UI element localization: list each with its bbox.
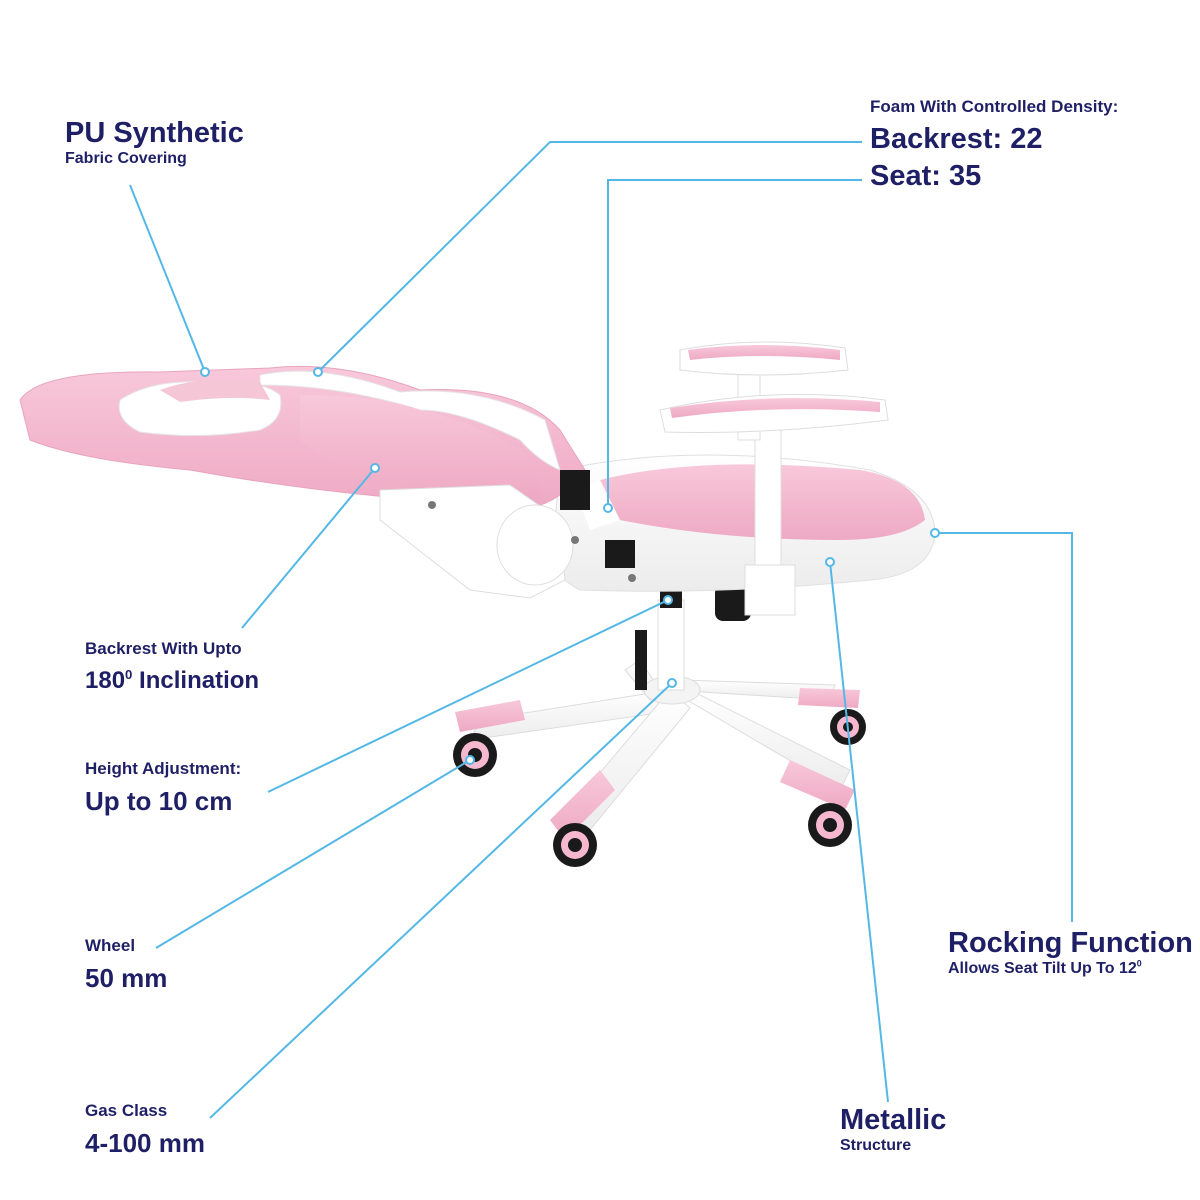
pu-title: PU Synthetic: [65, 117, 244, 149]
leader-rocking: [935, 532, 1073, 922]
leader-gas: [209, 682, 673, 1119]
wheel-value: 50 mm: [85, 962, 168, 993]
chair-seat: [550, 454, 936, 592]
chair-wheels: [453, 709, 866, 867]
leader-pu: [129, 184, 206, 373]
gas-label: Gas Class: [85, 1101, 168, 1120]
label-rocking-function: Rocking Function Allows Seat Tilt Up To …: [948, 927, 1193, 979]
gas-value: 4-100 mm: [85, 1127, 205, 1158]
rocking-sup: 0: [1136, 959, 1142, 970]
leader-lines: [129, 141, 1073, 1119]
backrest-sup: 0: [125, 666, 133, 682]
metallic-title: Metallic: [840, 1104, 947, 1136]
leader-wheel: [155, 759, 471, 949]
metallic-subtitle: Structure: [840, 1137, 912, 1155]
gas-lift: [635, 585, 751, 691]
height-label: Height Adjustment:: [85, 759, 242, 778]
label-backrest-inclination: Backrest With Upto 1800 Inclination: [85, 639, 259, 694]
chair-backrest: [19, 365, 636, 599]
leader-foam-seat: [607, 179, 862, 508]
label-gas-class: Gas Class 4-100 mm: [85, 1101, 205, 1158]
label-pu-synthetic: PU Synthetic Fabric Covering: [65, 117, 244, 169]
rocking-subtitle-line: Allows Seat Tilt Up To 120: [948, 960, 1193, 978]
foam-seat: Seat: 35: [870, 159, 982, 192]
height-value: Up to 10 cm: [85, 785, 233, 816]
foam-backrest: Backrest: 22: [870, 122, 1043, 155]
label-wheel: Wheel 50 mm: [85, 936, 167, 993]
label-foam-density: Foam With Controlled Density: Backrest: …: [870, 97, 1118, 193]
backrest-line1: Backrest With Upto: [85, 639, 242, 658]
backrest-suffix: Inclination: [132, 666, 260, 694]
backrest-value-line: 1800 Inclination: [85, 667, 259, 695]
armrests: [659, 341, 889, 616]
wheel-label: Wheel: [85, 936, 136, 955]
foam-heading: Foam With Controlled Density:: [870, 97, 1119, 116]
label-metallic-structure: Metallic Structure: [840, 1104, 946, 1156]
chair-base: [455, 659, 860, 840]
label-height-adjustment: Height Adjustment: Up to 10 cm: [85, 759, 241, 816]
leader-height: [267, 599, 669, 793]
backrest-value: 180: [85, 666, 126, 694]
rocking-subtitle: Allows Seat Tilt Up To 12: [948, 960, 1137, 978]
pu-subtitle: Fabric Covering: [65, 150, 187, 168]
leader-backrest: [241, 467, 376, 629]
leader-metallic: [829, 561, 889, 1103]
leader-foam-backrest: [317, 141, 862, 373]
rocking-title: Rocking Function: [948, 927, 1193, 959]
